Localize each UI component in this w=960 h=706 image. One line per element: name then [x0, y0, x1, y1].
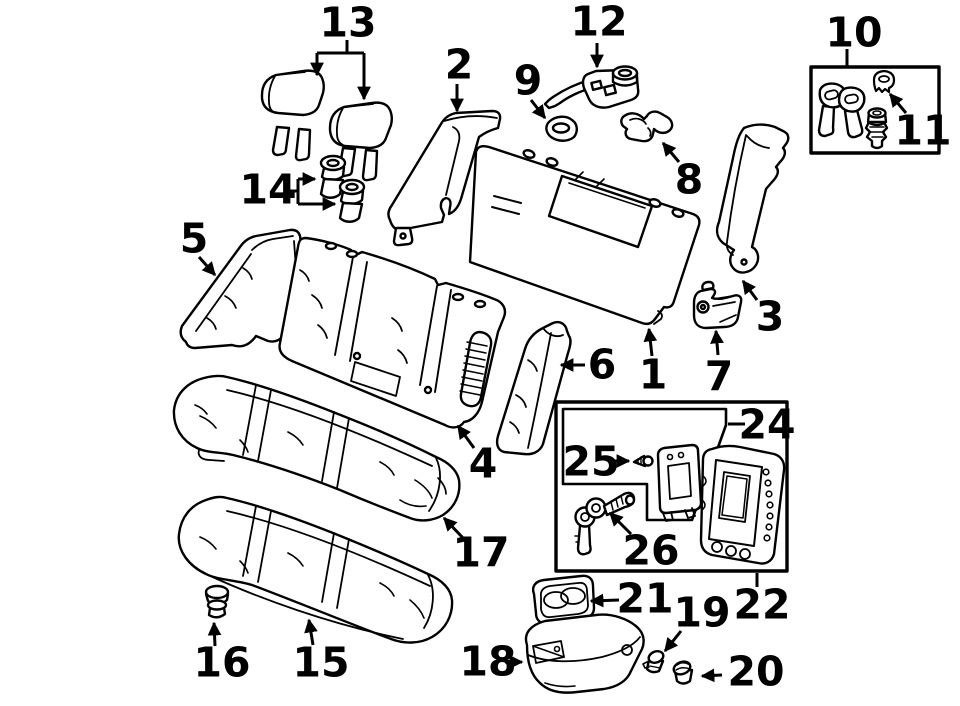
part-right-side-trim-drawing: [715, 123, 790, 274]
key-set-box-drawing: [809, 65, 941, 155]
callout-7: 7: [704, 352, 734, 401]
callout-21: 21: [616, 574, 674, 623]
callout-13: 13: [319, 0, 377, 47]
part-seat-back-frame-drawing: [468, 144, 701, 326]
callout-9: 9: [513, 56, 543, 105]
callout-5: 5: [179, 214, 209, 263]
callout-6: 6: [587, 340, 617, 389]
latch-panel-part-24-drawing: [699, 444, 786, 565]
part-clip-19-drawing: [642, 650, 665, 674]
callout-3: 3: [755, 292, 785, 341]
part-striker-bracket-drawing: [620, 110, 674, 143]
callout-11: 11: [894, 106, 952, 155]
part-armrest-drawing: [524, 613, 645, 694]
part-latch-bracket-drawing: [692, 280, 743, 330]
callout-25: 25: [562, 437, 620, 486]
callout-19: 19: [673, 588, 731, 637]
part-seat-cushion-upper-drawing: [172, 374, 461, 522]
callout-lines: [197, 40, 908, 683]
callout-26: 26: [622, 526, 680, 575]
part-headrest-guides-drawing: [319, 154, 366, 223]
callout-20: 20: [727, 647, 785, 696]
callout-12: 12: [570, 0, 628, 46]
lock-kit-box-drawing: [554, 400, 789, 573]
part-right-bolster-trim-drawing: [387, 109, 502, 247]
screw-part-25-drawing: [632, 454, 654, 468]
callout-17: 17: [452, 528, 510, 577]
callout-18: 18: [459, 637, 517, 686]
callout-16: 16: [193, 638, 251, 687]
callout-4: 4: [468, 439, 498, 488]
part-latch-assembly-drawing: [543, 65, 640, 110]
part-seat-back-cushion-drawing: [278, 236, 507, 429]
callout-1: 1: [638, 350, 668, 399]
callout-22: 22: [733, 580, 791, 629]
callout-15: 15: [292, 638, 350, 687]
callout-24: 24: [738, 400, 796, 449]
callout-2: 2: [444, 40, 474, 89]
part-headrests-drawing: [260, 69, 393, 182]
key-part-26-drawing: [574, 491, 636, 556]
part-clip-20-drawing: [672, 660, 694, 685]
part-grommet-drawing: [545, 115, 578, 142]
part-center-bolster-drawing: [495, 320, 572, 456]
part-clip-16-drawing: [204, 584, 230, 619]
callout-14: 14: [239, 165, 297, 214]
callout-8: 8: [674, 155, 704, 204]
part-seat-cushion-lower-drawing: [177, 495, 454, 644]
callout-10: 10: [825, 8, 883, 57]
